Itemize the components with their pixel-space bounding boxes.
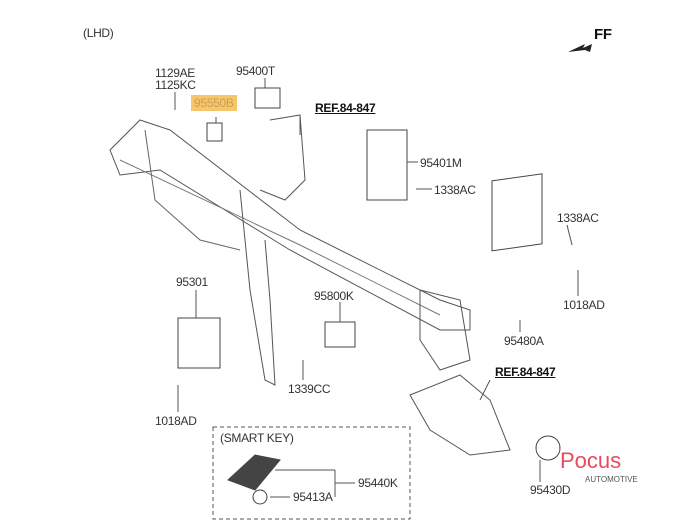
part-1339CC: 1339CC bbox=[288, 382, 331, 396]
battery-95413A bbox=[252, 489, 268, 505]
bracket-95550B bbox=[206, 122, 223, 142]
smart-key-box bbox=[212, 426, 411, 520]
smart-key-group-label: (SMART KEY) bbox=[220, 431, 294, 445]
module-95800K bbox=[324, 321, 356, 348]
part-95400T: 95400T bbox=[236, 64, 275, 78]
part-1338AC-right: 1338AC bbox=[557, 211, 599, 225]
part-95413A: 95413A bbox=[293, 490, 333, 504]
ref-link-top[interactable]: REF.84-847 bbox=[315, 101, 376, 115]
watermark-subtitle: AUTOMOTIVE bbox=[585, 475, 638, 484]
part-1018AD-left: 1018AD bbox=[155, 414, 197, 428]
variant-label: (LHD) bbox=[83, 26, 114, 40]
crossbar-beam bbox=[109, 119, 471, 331]
part-95800K: 95800K bbox=[314, 289, 354, 303]
watermark-logo: Pocus bbox=[560, 448, 622, 473]
part-95301: 95301 bbox=[176, 275, 208, 289]
part-95480A: 95480A bbox=[504, 334, 544, 348]
part-95430D: 95430D bbox=[530, 483, 571, 497]
part-1129AE: 1129AE bbox=[155, 66, 196, 80]
part-1338AC: 1338AC bbox=[434, 183, 476, 197]
module-95401M bbox=[366, 129, 408, 201]
module-95301 bbox=[177, 317, 221, 369]
part-1125KC: 1125KC bbox=[155, 78, 196, 92]
sensor-95400T bbox=[254, 87, 281, 109]
front-arrow-icon bbox=[568, 44, 592, 52]
ref-link-bottom[interactable]: REF.84-847 bbox=[495, 365, 556, 379]
front-marker: FF bbox=[594, 26, 612, 43]
part-95440K: 95440K bbox=[358, 476, 398, 490]
module-95480A bbox=[491, 173, 543, 252]
ignition-95430D bbox=[535, 435, 561, 461]
part-1018AD-right: 1018AD bbox=[563, 298, 605, 312]
part-95550B-highlighted[interactable]: 95550B bbox=[191, 95, 237, 111]
part-95401M: 95401M bbox=[420, 156, 462, 170]
smart-key bbox=[227, 454, 281, 491]
